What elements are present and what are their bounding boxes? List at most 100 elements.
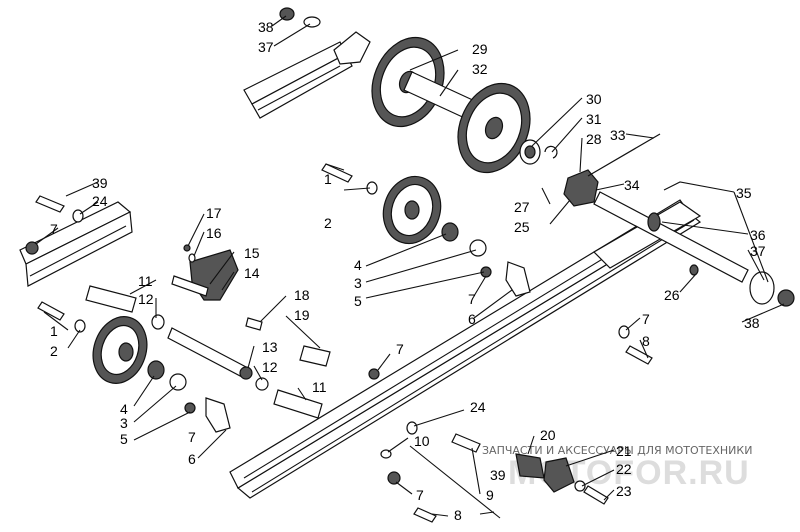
washer-26 bbox=[689, 264, 699, 276]
callout-7-right: 7 bbox=[642, 311, 650, 327]
callout-2-left: 2 bbox=[50, 343, 58, 359]
callout-20: 20 bbox=[540, 427, 556, 443]
ring-3-mid bbox=[469, 239, 487, 257]
callout-4-mid: 4 bbox=[354, 257, 362, 273]
callout-39-left: 39 bbox=[92, 175, 108, 191]
callout-25: 25 bbox=[514, 219, 530, 235]
callout-1-left: 1 bbox=[50, 323, 58, 339]
bearing-4-left bbox=[147, 360, 165, 380]
bolt-23 bbox=[583, 485, 609, 505]
nut-7-top bbox=[25, 241, 39, 255]
callout-26: 26 bbox=[664, 287, 680, 303]
bolt-8-lower bbox=[413, 507, 437, 523]
callout-38-top: 38 bbox=[258, 19, 274, 35]
callout-19: 19 bbox=[294, 307, 310, 323]
callout-23: 23 bbox=[616, 483, 632, 499]
shaft-13 bbox=[167, 327, 249, 379]
spacer-11-lower bbox=[273, 389, 323, 419]
washer-24-left bbox=[72, 209, 84, 223]
washer-37-top bbox=[303, 16, 321, 28]
callout-37-right: 37 bbox=[750, 243, 766, 259]
callout-8-right: 8 bbox=[642, 333, 650, 349]
callout-24-left: 24 bbox=[92, 193, 108, 209]
callout-7-lower: 7 bbox=[416, 487, 424, 503]
callout-7-left: 7 bbox=[188, 429, 196, 445]
lower-wheel bbox=[92, 316, 148, 384]
callout-9: 9 bbox=[486, 487, 494, 503]
bolt-1-left bbox=[37, 301, 65, 321]
callout-39-lower: 39 bbox=[490, 467, 506, 483]
bushing-18 bbox=[245, 317, 263, 331]
end-cap-37 bbox=[749, 271, 775, 305]
bracket-28 bbox=[563, 169, 599, 207]
arm-6-left bbox=[205, 397, 231, 433]
nut-38-right bbox=[777, 289, 795, 307]
callout-36: 36 bbox=[750, 227, 766, 243]
upper-bracket bbox=[333, 31, 371, 65]
pin-17 bbox=[183, 244, 191, 252]
shaft-13-end bbox=[239, 366, 253, 380]
washer-7-right bbox=[618, 325, 630, 339]
callout-30: 30 bbox=[586, 91, 602, 107]
callout-18: 18 bbox=[294, 287, 310, 303]
bearing-30 bbox=[519, 139, 541, 165]
arm-6-mid bbox=[505, 261, 531, 297]
bolt-9 bbox=[409, 445, 501, 519]
callout-11-left: 11 bbox=[138, 273, 153, 289]
left-rail bbox=[19, 201, 133, 287]
spacer-36 bbox=[647, 212, 661, 232]
callout-17: 17 bbox=[206, 205, 222, 221]
callout-15: 15 bbox=[244, 245, 260, 261]
callout-24-lower: 24 bbox=[470, 399, 486, 415]
pin-16 bbox=[188, 253, 196, 263]
callout-3-mid: 3 bbox=[354, 275, 362, 291]
middle-wheel bbox=[382, 175, 442, 245]
callout-38-right: 38 bbox=[744, 315, 760, 331]
callout-5-left: 5 bbox=[120, 431, 128, 447]
bolt-33 bbox=[587, 133, 661, 177]
callout-7-mid: 7 bbox=[468, 291, 476, 307]
callout-12: 12 bbox=[138, 291, 154, 307]
callout-1-mid: 1 bbox=[324, 171, 332, 187]
callout-5-mid: 5 bbox=[354, 293, 362, 309]
bolt-1-mid bbox=[321, 163, 353, 183]
nut-7-center bbox=[368, 368, 380, 380]
upper-idler-wheel-right bbox=[457, 82, 531, 174]
ring-12 bbox=[151, 314, 165, 330]
nut-7-left bbox=[184, 402, 196, 414]
bolt-39-lower bbox=[451, 433, 481, 453]
callout-22: 22 bbox=[616, 461, 632, 477]
leader-lines bbox=[35, 15, 785, 517]
washer-24-lower bbox=[406, 421, 418, 435]
spacer-11-left bbox=[85, 285, 137, 313]
callout-7-top: 7 bbox=[50, 221, 58, 237]
callout-12-lower: 12 bbox=[262, 359, 278, 375]
callout-35: 35 bbox=[736, 185, 752, 201]
watermark-text: ЗАПЧАСТИ И АКСЕССУАРЫ ДЛЯ МОТОТЕХНИКИ bbox=[482, 444, 752, 457]
callout-6-mid: 6 bbox=[468, 311, 476, 327]
nut-7-lower bbox=[387, 471, 401, 485]
shaft-34 bbox=[593, 191, 749, 283]
washer-2-left bbox=[74, 319, 86, 333]
callout-37-top: 37 bbox=[258, 39, 274, 55]
callout-29: 29 bbox=[472, 41, 488, 57]
callout-33: 33 bbox=[610, 127, 626, 143]
callout-27: 27 bbox=[514, 199, 530, 215]
washer-22 bbox=[574, 480, 586, 492]
callout-11-lower: 11 bbox=[312, 379, 327, 395]
bolt-8-right bbox=[625, 345, 653, 365]
bearing-4-mid bbox=[441, 222, 459, 242]
callout-13: 13 bbox=[262, 339, 278, 355]
block-21 bbox=[543, 457, 575, 493]
ring-3-left bbox=[169, 373, 187, 391]
spacer-19 bbox=[299, 345, 331, 367]
bolt-39-left bbox=[35, 195, 65, 213]
callout-6-left: 6 bbox=[188, 451, 196, 467]
callouts: 38 37 29 32 30 31 28 33 34 35 36 37 38 2… bbox=[50, 19, 766, 523]
callout-7-center: 7 bbox=[396, 341, 404, 357]
nut-38-top bbox=[279, 7, 295, 21]
callout-16: 16 bbox=[206, 225, 222, 241]
callout-4-left: 4 bbox=[120, 401, 128, 417]
